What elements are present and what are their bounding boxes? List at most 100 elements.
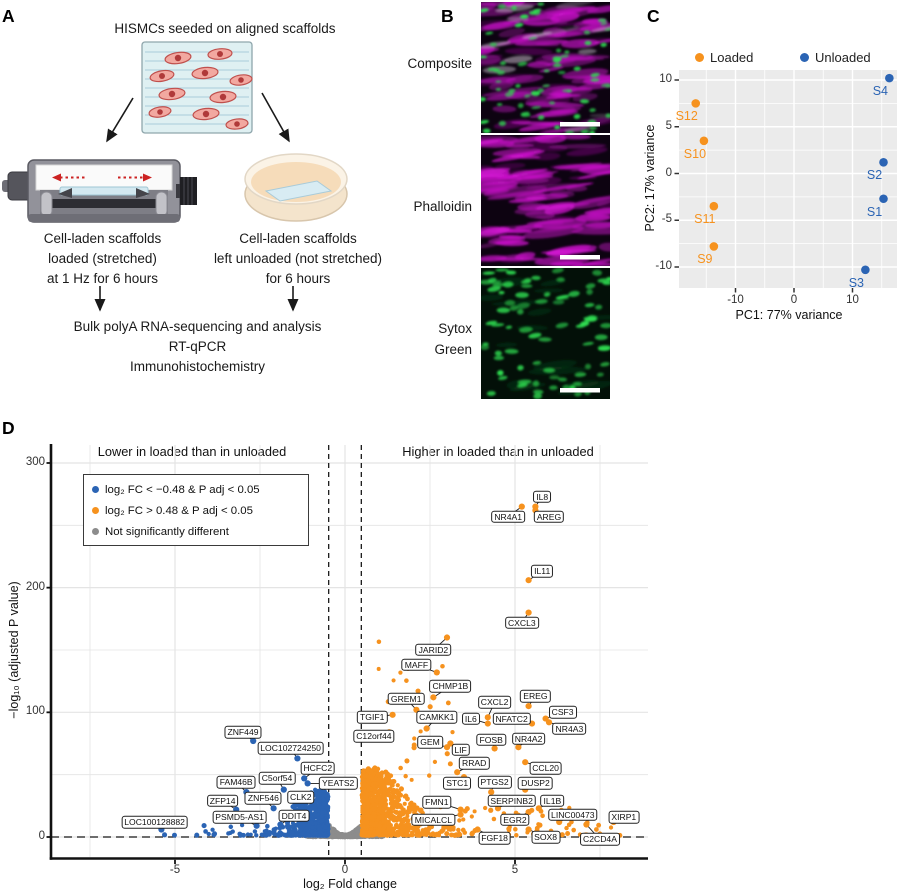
gene-label-C2CD4A: C2CD4A bbox=[580, 833, 620, 846]
gene-label-NFATC2: NFATC2 bbox=[492, 712, 531, 725]
volcano-header-left: Lower in loaded than in unloaded bbox=[97, 444, 287, 459]
gene-dot-CHMP1B bbox=[430, 694, 437, 701]
ns-legend-dot bbox=[92, 528, 99, 535]
volcano-x-tick-0: 0 bbox=[341, 864, 349, 876]
panel-a-title: HISMCs seeded on aligned scaffolds bbox=[114, 21, 336, 36]
gene-dot-CCL20 bbox=[522, 759, 529, 766]
micrograph-label-composite: Composite bbox=[407, 56, 472, 71]
loaded-legend-label: Loaded bbox=[710, 50, 754, 65]
gene-label-CSF3: CSF3 bbox=[548, 706, 577, 719]
micrograph-sytox bbox=[481, 268, 610, 399]
up-legend-dot bbox=[92, 507, 99, 514]
gene-label-LINC00473: LINC00473 bbox=[548, 808, 598, 821]
gene-dot-FMN1 bbox=[457, 806, 464, 813]
volcano-y-tick-100: 100 bbox=[25, 705, 45, 718]
gene-dot-RRAD bbox=[454, 769, 461, 776]
pca-legend-loaded: Loaded bbox=[695, 50, 753, 65]
loaded-legend-dot bbox=[695, 53, 704, 62]
volcano-legend: log₂ FC < −0.48 & P adj < 0.05 log₂ FC >… bbox=[83, 474, 309, 546]
gene-dot-FGF18 bbox=[474, 826, 481, 833]
gene-dot-SOX8 bbox=[525, 826, 532, 833]
panel-letter-c: C bbox=[647, 6, 660, 26]
pca-point-S3 bbox=[861, 265, 870, 275]
gene-label-CCL20: CCL20 bbox=[529, 762, 562, 775]
volcano-y-tick-0: 0 bbox=[38, 830, 45, 842]
micrograph-label-sytox: Sytox Green bbox=[434, 321, 472, 357]
gene-label-FOSB: FOSB bbox=[476, 733, 506, 746]
scale-bar bbox=[560, 255, 600, 260]
gene-label-ZNF449: ZNF449 bbox=[224, 726, 262, 739]
output-line1: Bulk polyA RNA-sequencing and analysis bbox=[73, 319, 322, 334]
loaded-caption-line3: at 1 Hz for 6 hours bbox=[46, 271, 159, 286]
volcano-y-tick-200: 200 bbox=[25, 580, 45, 593]
gene-label-PTGS2: PTGS2 bbox=[477, 775, 512, 789]
panel-letter-a: A bbox=[2, 6, 15, 26]
output-line3: Immunohistochemistry bbox=[129, 359, 266, 374]
gene-dot-CXCL2 bbox=[484, 714, 491, 721]
pca-y-tick-0: 0 bbox=[665, 166, 672, 179]
loaded-caption-line1: Cell-laden scaffolds bbox=[43, 231, 162, 246]
gene-dot-PTGS2 bbox=[488, 789, 495, 796]
gene-label-GEM: GEM bbox=[417, 736, 443, 749]
unloaded-caption-line3: for 6 hours bbox=[265, 271, 331, 286]
branch-arrows bbox=[94, 92, 299, 312]
gene-dot-TGIF1 bbox=[389, 711, 396, 718]
panel-a-illustration bbox=[2, 41, 348, 312]
gene-label-LIF: LIF bbox=[451, 743, 470, 756]
pca-y-tick-5: 5 bbox=[665, 119, 672, 132]
petri-dish-drawing bbox=[244, 153, 348, 222]
gene-label-CLK2: CLK2 bbox=[287, 790, 315, 804]
pca-point-S2 bbox=[879, 157, 888, 167]
down-legend-label: log₂ FC < −0.48 & P adj < 0.05 bbox=[105, 483, 260, 496]
loaded-caption: Cell-laden scaffolds loaded (stretched) … bbox=[5, 229, 200, 289]
gene-dot-C2CD4A bbox=[583, 821, 590, 828]
gene-label-NR4A1: NR4A1 bbox=[491, 510, 526, 523]
pca-point-S4 bbox=[885, 73, 894, 83]
pca-y-tick-10: 10 bbox=[659, 73, 672, 85]
unloaded-caption: Cell-laden scaffolds left unloaded (not … bbox=[188, 229, 408, 289]
gene-label-DUSP2: DUSP2 bbox=[518, 777, 553, 790]
gene-dot-EREG bbox=[525, 702, 532, 710]
gene-label-ZFP14: ZFP14 bbox=[206, 794, 239, 808]
pca-sample-label-S4: S4 bbox=[872, 84, 888, 99]
gene-label-IL6: IL6 bbox=[461, 712, 480, 725]
pca-legend-unloaded: Unloaded bbox=[800, 50, 871, 65]
gene-dot-ZNF449 bbox=[250, 737, 257, 745]
gene-label-XIRP1: XIRP1 bbox=[608, 810, 640, 824]
micrograph-composite bbox=[481, 2, 610, 133]
pca-x-tick-10: 10 bbox=[846, 294, 859, 306]
gene-label-CXCL3: CXCL3 bbox=[504, 616, 539, 629]
pca-sample-label-S10: S10 bbox=[683, 146, 707, 161]
gene-label-IL1B: IL1B bbox=[540, 794, 565, 808]
gene-dot-ZNF546 bbox=[270, 805, 277, 812]
pca-sample-label-S1: S1 bbox=[866, 204, 883, 219]
volcano-header-right: Higher in loaded than in unloaded bbox=[402, 444, 594, 459]
gene-label-TGIF1: TGIF1 bbox=[357, 711, 388, 724]
aligned-scaffold-drawing bbox=[141, 41, 253, 134]
legend-row-up: log₂ FC > 0.48 & P adj < 0.05 bbox=[92, 500, 300, 521]
pca-sample-label-S9: S9 bbox=[697, 252, 713, 267]
loaded-caption-line2: loaded (stretched) bbox=[48, 251, 157, 266]
gene-label-MICALCL: MICALCL bbox=[411, 813, 456, 826]
stretch-device-drawing bbox=[2, 159, 197, 223]
volcano-y-axis-title: −log₁₀ (adjusted P value) bbox=[7, 581, 21, 719]
pca-point-S10 bbox=[699, 136, 709, 146]
gene-dot-CXCL3 bbox=[525, 609, 532, 616]
pca-x-tick--10: -10 bbox=[727, 294, 744, 306]
scale-bar bbox=[560, 388, 600, 393]
gene-dot-FOSB bbox=[491, 745, 498, 752]
ns-legend-label: Not significantly different bbox=[105, 525, 229, 538]
gene-label-GREM1: GREM1 bbox=[387, 692, 425, 705]
micrograph-label-phalloidin: Phalloidin bbox=[413, 199, 472, 214]
pca-point-S1 bbox=[879, 194, 888, 204]
volcano-x-tick--5: -5 bbox=[169, 864, 181, 876]
gene-label-C12orf44: C12orf44 bbox=[353, 729, 395, 743]
pca-y-tick--5: -5 bbox=[661, 213, 672, 226]
pca-sample-label-S11: S11 bbox=[694, 212, 716, 227]
unloaded-legend-label: Unloaded bbox=[815, 50, 871, 65]
gene-label-STC1: STC1 bbox=[443, 777, 472, 790]
pca-points bbox=[691, 73, 894, 275]
pca-point-S12 bbox=[691, 99, 701, 108]
gene-label-CAMKK1: CAMKK1 bbox=[416, 711, 458, 724]
